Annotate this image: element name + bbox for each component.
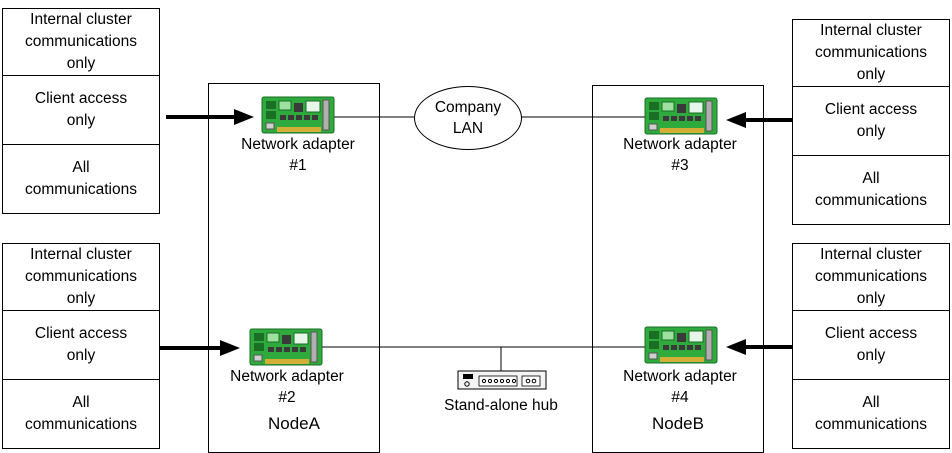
option-client-access: Client access only [793, 87, 949, 156]
hub-icon [457, 370, 547, 390]
hub-label: Stand-alone hub [444, 397, 558, 414]
option-box-bottom-right: Internal cluster communications only Cli… [792, 243, 950, 449]
node-a-box [208, 83, 380, 453]
option-client-access: Client access only [3, 76, 159, 145]
network-card-icon [249, 328, 323, 366]
company-lan-cloud: Company LAN [414, 86, 522, 150]
option-box-bottom-left: Internal cluster communications only Cli… [2, 243, 160, 449]
network-card-icon [261, 96, 335, 134]
adapter-4-label: Network adapter #4 [623, 368, 737, 406]
option-box-top-right: Internal cluster communications only Cli… [792, 19, 950, 225]
adapter-3-label: Network adapter #3 [623, 136, 737, 174]
node-b-name: NodeB [652, 414, 704, 433]
adapter-1-label: Network adapter #1 [241, 136, 355, 174]
arrow-to-adapter-2 [160, 340, 240, 356]
adapter-2-label: Network adapter #2 [230, 368, 344, 406]
node-a-name: NodeA [268, 414, 320, 433]
node-b-box [592, 85, 764, 453]
network-card-icon [644, 97, 718, 135]
option-all-communications: All communications [815, 394, 927, 433]
arrow-to-adapter-4 [726, 339, 792, 355]
option-all-communications: All communications [25, 394, 137, 433]
option-all-communications: All communications [815, 170, 927, 209]
option-internal-cluster: Internal cluster communications only [793, 20, 949, 87]
option-client-access: Client access only [3, 311, 159, 380]
option-internal-cluster: Internal cluster communications only [3, 9, 159, 76]
arrow-to-adapter-3 [726, 112, 792, 128]
option-all-communications: All communications [25, 159, 137, 198]
option-client-access: Client access only [793, 311, 949, 380]
option-internal-cluster: Internal cluster communications only [3, 244, 159, 311]
network-card-icon [644, 326, 718, 364]
arrow-to-adapter-1 [166, 109, 254, 125]
option-internal-cluster: Internal cluster communications only [793, 244, 949, 311]
option-box-top-left: Internal cluster communications only Cli… [2, 8, 160, 214]
